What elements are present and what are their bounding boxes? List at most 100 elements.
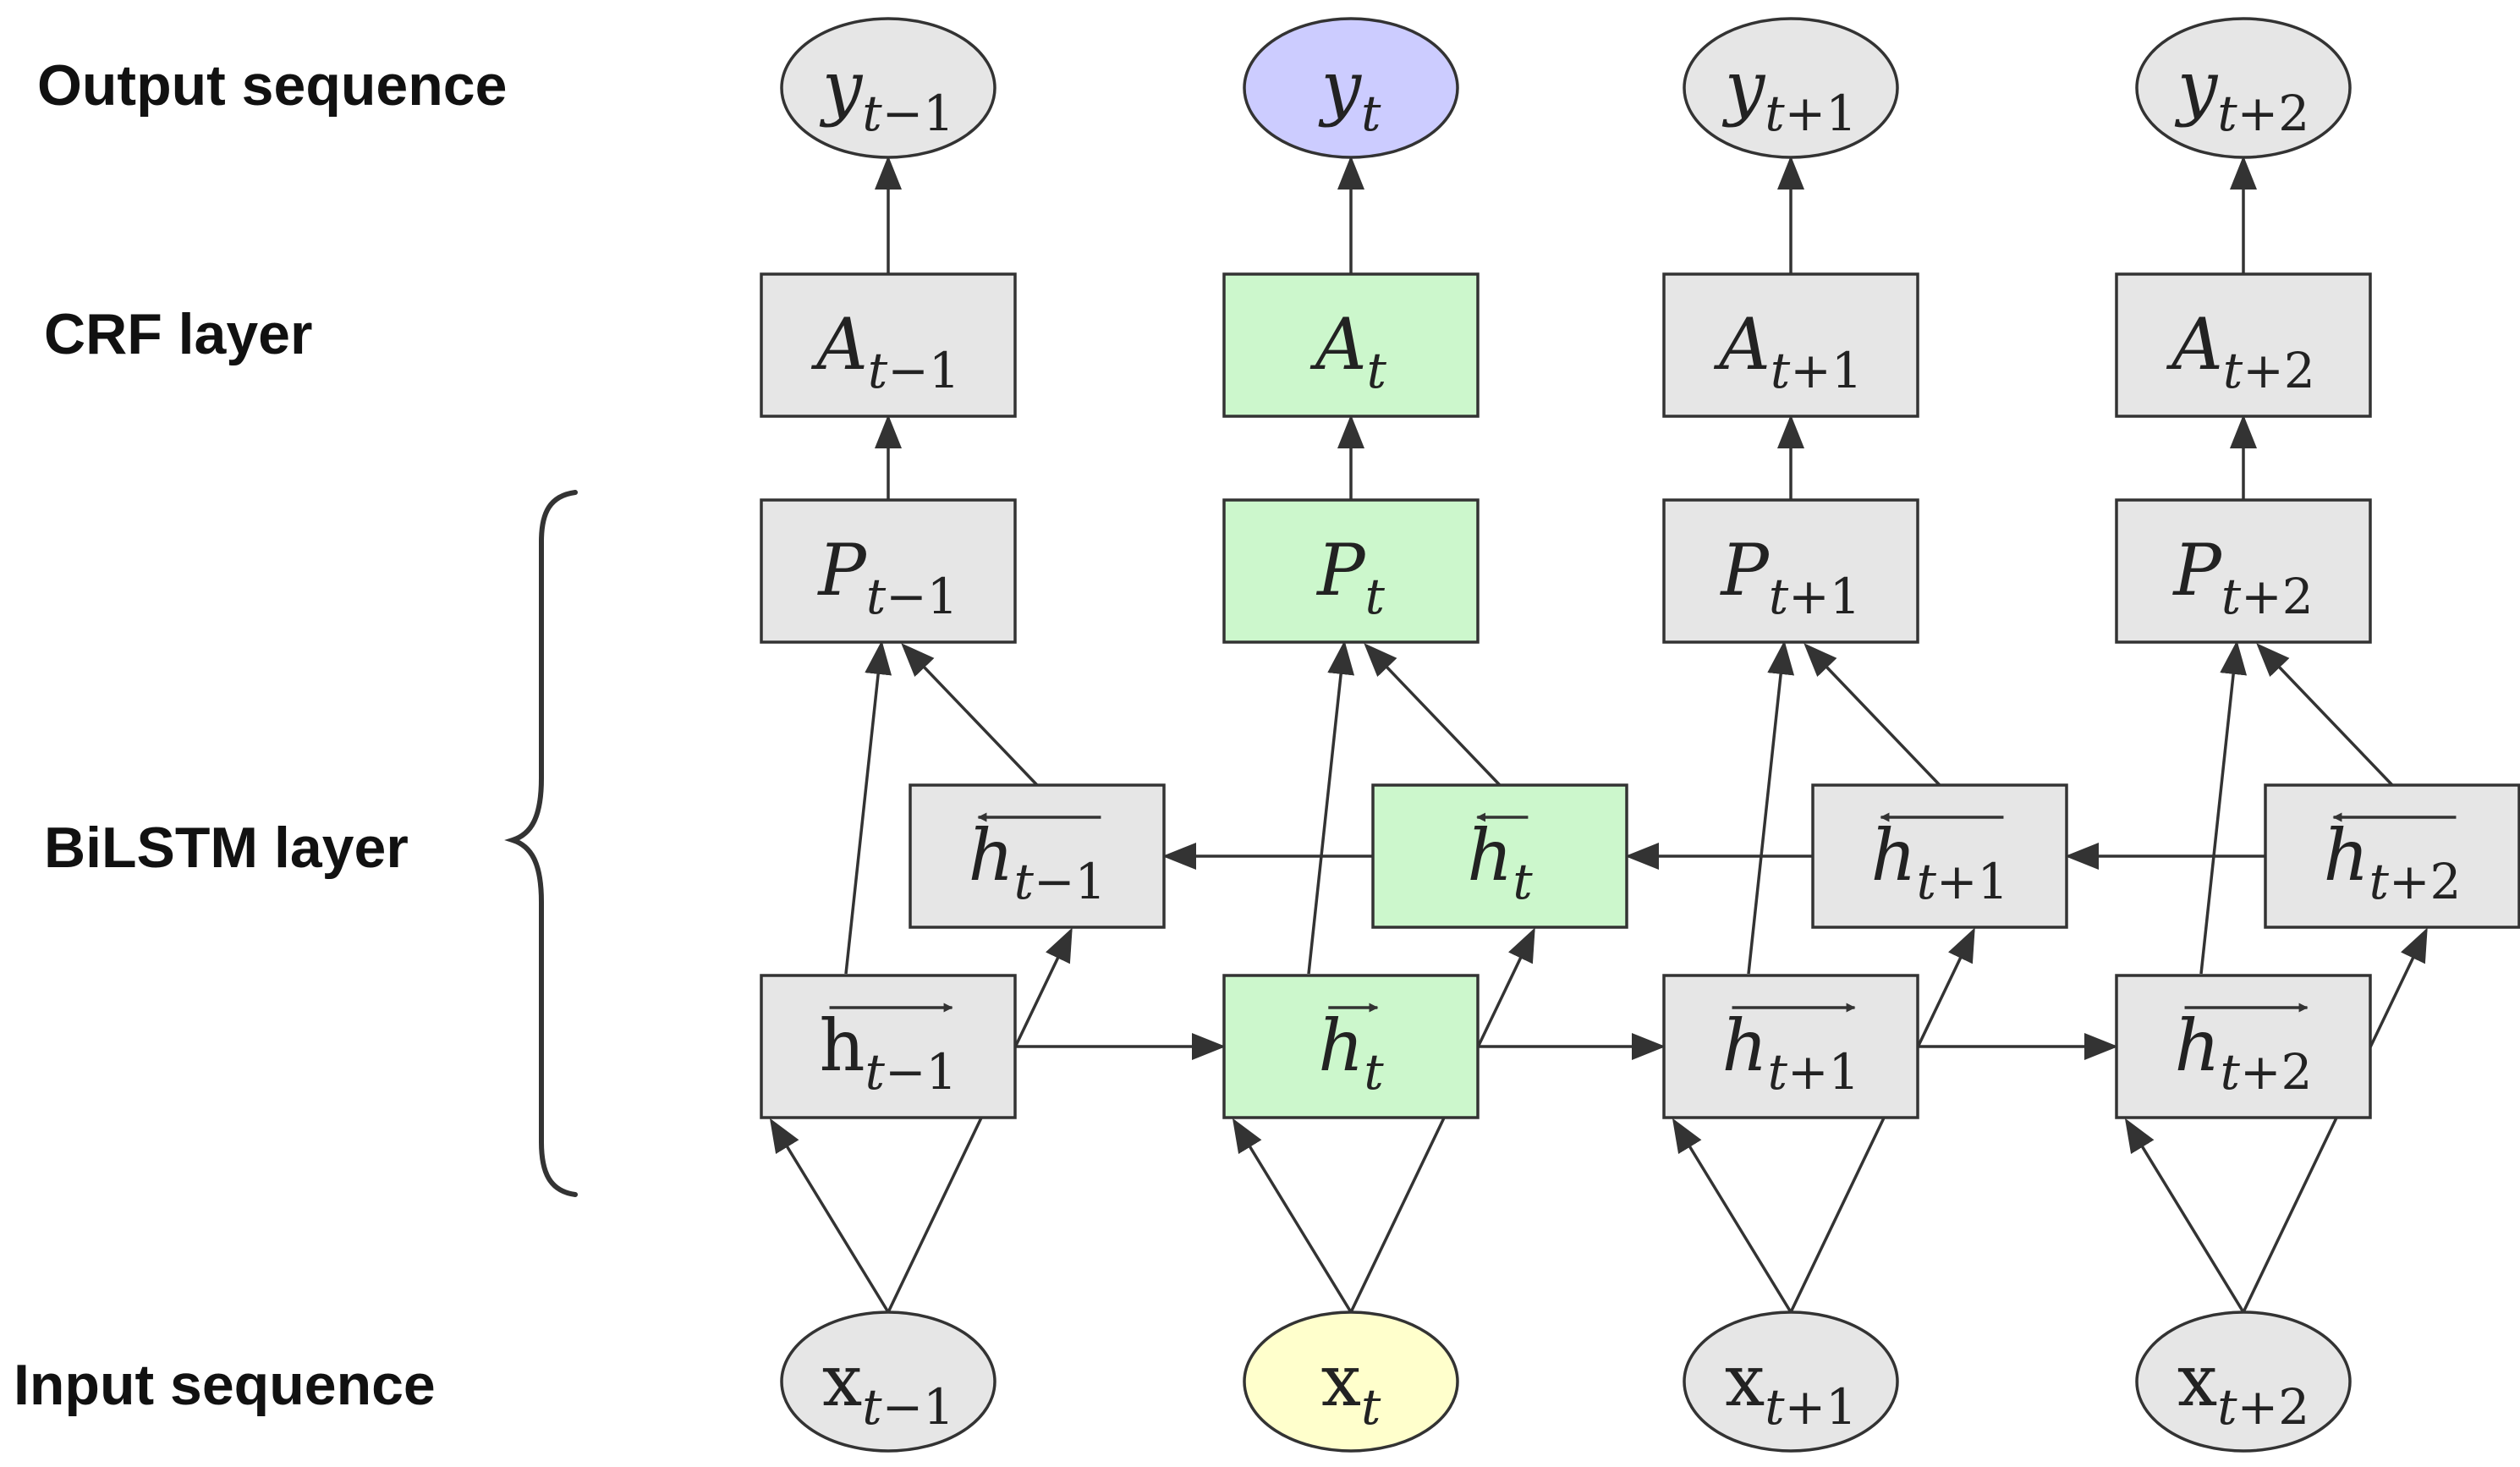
edges-layer <box>769 156 2428 1313</box>
node-y-t: yt <box>1243 17 1459 159</box>
node-label-x-tplus-1: xt+1 <box>1725 1339 1857 1436</box>
node-label-base: h <box>2324 814 2369 897</box>
node-label-base: A <box>1713 303 1771 386</box>
node-ellipse-x-t <box>1243 1310 1459 1453</box>
input-sequence-label: Input sequence <box>14 1353 436 1417</box>
node-box-h-forward-tminus-1 <box>760 974 1017 1119</box>
node-h-forward-tminus-1: ht−1 <box>760 974 1017 1119</box>
node-label-base: h <box>1318 1004 1364 1087</box>
node-label-sub-offset: +1 <box>1787 1043 1860 1101</box>
node-label-y-tplus-1: yt+1 <box>1721 46 1857 142</box>
node-label-y-tplus-2: yt+2 <box>2174 46 2309 142</box>
node-h-forward-tplus-1: ht+1 <box>1662 974 1919 1119</box>
node-box-a-tplus-2 <box>2115 272 2372 418</box>
node-label-sub-offset: −1 <box>882 1378 955 1436</box>
node-label-base: P <box>2171 529 2222 612</box>
edge-x-to-hf-t <box>1232 1118 1353 1313</box>
node-label-y-tminus-1: yt−1 <box>819 46 954 142</box>
node-p-tplus-1: Pt+1 <box>1662 498 1919 644</box>
node-label-sub: t <box>862 1378 882 1436</box>
node-h-backward-tplus-1: ht+1 <box>1811 783 2068 929</box>
edge-hf-to-p-t+1 <box>1747 640 1795 975</box>
node-label-sub-offset: +2 <box>2389 853 2462 910</box>
node-box-h-backward-tplus-2 <box>2264 783 2520 929</box>
edge-hb-to-p-t-1 <box>901 643 1039 787</box>
edge-hf-to-p-t-1 <box>844 640 892 975</box>
node-h-backward-tplus-2: ht+2 <box>2264 783 2520 929</box>
edge-x-to-hf-t+2 <box>2124 1118 2245 1313</box>
node-label-sub: t <box>2223 342 2243 399</box>
node-label-base: x <box>1321 1339 1361 1422</box>
node-label-sub-offset: +1 <box>1936 853 2009 910</box>
node-label-a-t: At <box>1309 303 1387 399</box>
node-box-h-forward-tplus-2 <box>2115 974 2372 1119</box>
edge-x-to-hb-t-1 <box>887 927 1073 1313</box>
bilstm-layer-label: BiLSTM layer <box>44 816 409 880</box>
node-ellipse-y-tplus-1 <box>1683 17 1899 159</box>
node-label-p-tplus-1: Pt+1 <box>1719 529 1860 625</box>
node-label-sub: t <box>1771 342 1791 399</box>
edge-hf-to-p-t+2 <box>2199 640 2248 975</box>
node-x-tplus-1: xt+1 <box>1683 1310 1899 1453</box>
node-label-base: y <box>1721 46 1766 129</box>
node-label-sub: t <box>2217 1378 2237 1436</box>
node-label-a-tminus-1: At−1 <box>810 303 959 399</box>
node-box-p-tplus-2 <box>2115 498 2372 644</box>
node-label-sub: t <box>862 85 882 142</box>
node-box-h-backward-tminus-1 <box>909 783 1166 929</box>
edge-hb-to-p-t+2 <box>2256 643 2394 787</box>
edge-x-to-hf-t+1 <box>1672 1118 1793 1313</box>
node-h-backward-t: ht <box>1371 783 1628 929</box>
node-y-tplus-2: yt+2 <box>2135 17 2352 159</box>
bilstm-brace <box>504 490 578 1197</box>
edge-hf-to-p-t <box>1307 640 1355 975</box>
node-x-t: xt <box>1243 1310 1459 1453</box>
edge-x-to-hb-t+2 <box>2242 927 2428 1313</box>
node-label-sub: t <box>1917 853 1937 910</box>
node-label-base: h <box>2175 1004 2221 1087</box>
node-h-forward-t: ht <box>1222 974 1480 1119</box>
node-p-t: Pt <box>1222 498 1480 644</box>
node-y-tminus-1: yt−1 <box>780 17 996 159</box>
node-label-sub-offset: −1 <box>887 342 960 399</box>
node-label-h-forward-tminus-1: ht−1 <box>820 1004 958 1101</box>
node-label-sub: t <box>2369 853 2390 910</box>
node-label-sub-offset: +2 <box>2243 342 2315 399</box>
node-h-forward-tplus-2: ht+2 <box>2115 974 2372 1119</box>
node-p-tplus-2: Pt+2 <box>2115 498 2372 644</box>
node-label-sub: t <box>1765 1378 1785 1436</box>
node-label-h-backward-t: ht <box>1467 814 1533 910</box>
node-ellipse-y-tminus-1 <box>780 17 996 159</box>
edge-hb-to-p-t+1 <box>1804 643 1941 787</box>
node-label-base: A <box>1309 303 1367 386</box>
node-label-sub-offset: −1 <box>1034 853 1106 910</box>
edge-x-to-hb-t+1 <box>1789 927 1975 1313</box>
node-label-base: h <box>969 814 1014 897</box>
edge-hb-to-p-t <box>1364 643 1502 787</box>
node-label-h-backward-tplus-1: ht+1 <box>1871 814 2009 910</box>
node-box-p-t <box>1222 498 1480 644</box>
node-label-sub: t <box>2217 85 2237 142</box>
node-box-h-forward-tplus-1 <box>1662 974 1919 1119</box>
node-label-base: A <box>2166 303 2223 386</box>
node-label-sub-offset: −1 <box>885 1043 958 1101</box>
node-label-x-t: xt <box>1321 1339 1381 1436</box>
node-label-a-tplus-1: At+1 <box>1713 303 1862 399</box>
node-label-sub: t <box>2221 1043 2241 1101</box>
node-label-base: h <box>1871 814 1917 897</box>
node-label-sub-offset: +2 <box>2237 1378 2310 1436</box>
node-label-sub-offset: +2 <box>2241 568 2314 625</box>
node-label-sub-offset: −1 <box>882 85 955 142</box>
node-label-sub-offset: +1 <box>1785 85 1858 142</box>
node-ellipse-x-tplus-1 <box>1683 1310 1899 1453</box>
node-label-p-tplus-2: Pt+2 <box>2171 529 2313 625</box>
node-label-y-t: yt <box>1318 46 1381 142</box>
node-box-a-tplus-1 <box>1662 272 1919 418</box>
node-label-base: h <box>1722 1004 1768 1087</box>
node-label-sub: t <box>868 342 888 399</box>
node-label-h-backward-tplus-2: ht+2 <box>2324 814 2462 910</box>
node-label-sub: t <box>1768 1043 1788 1101</box>
node-ellipse-y-tplus-2 <box>2135 17 2352 159</box>
node-label-sub: t <box>1365 568 1386 625</box>
